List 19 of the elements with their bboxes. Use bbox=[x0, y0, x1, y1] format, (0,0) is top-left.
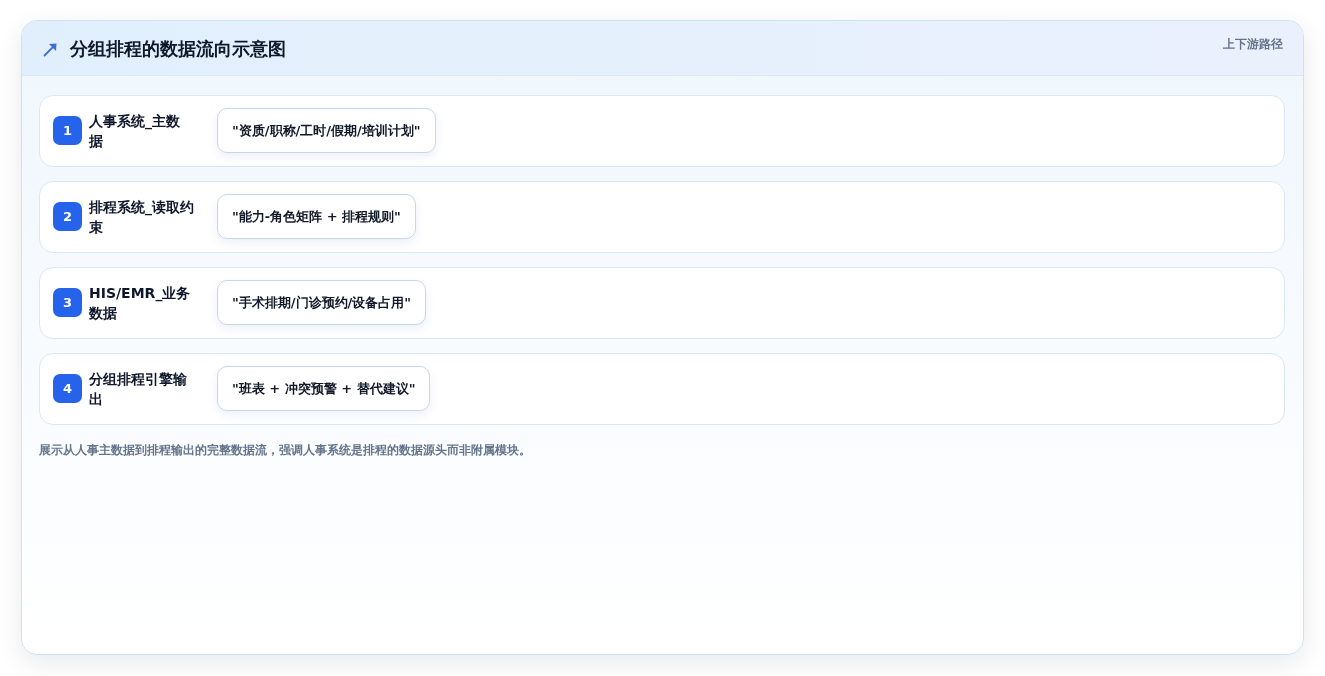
step-row bbox=[39, 353, 1285, 425]
data-chip: "能力-角色矩阵 + 排程规则" bbox=[217, 194, 416, 239]
step-title: 人事系统_主数据 bbox=[89, 112, 181, 151]
path-label: 上下游路径 bbox=[1223, 36, 1283, 52]
step-row bbox=[39, 181, 1285, 253]
title: 分组排程的数据流向示意图 bbox=[70, 37, 286, 61]
data-chip: "手术排期/门诊预约/设备占用" bbox=[217, 280, 427, 325]
step-row bbox=[39, 95, 1285, 167]
number-badge: 2 bbox=[53, 202, 82, 231]
number-badge: 4 bbox=[53, 374, 82, 403]
step-row bbox=[39, 267, 1285, 339]
step-title: 分组排程引擎输出 bbox=[89, 370, 188, 409]
data-chip: "资质/职称/工时/假期/培训计划" bbox=[217, 108, 436, 153]
step-title: 排程系统_读取约束 bbox=[89, 198, 195, 237]
number-badge: 3 bbox=[53, 288, 82, 317]
number-badge: 1 bbox=[53, 116, 82, 145]
data-chip: "班表 + 冲突预警 + 替代建议" bbox=[217, 366, 431, 411]
caption: 展示从人事主数据到排程输出的完整数据流，强调人事系统是排程的数据源头而非附属模块。 bbox=[39, 442, 531, 458]
step-title: HIS/EMR_业务数据 bbox=[89, 284, 192, 323]
